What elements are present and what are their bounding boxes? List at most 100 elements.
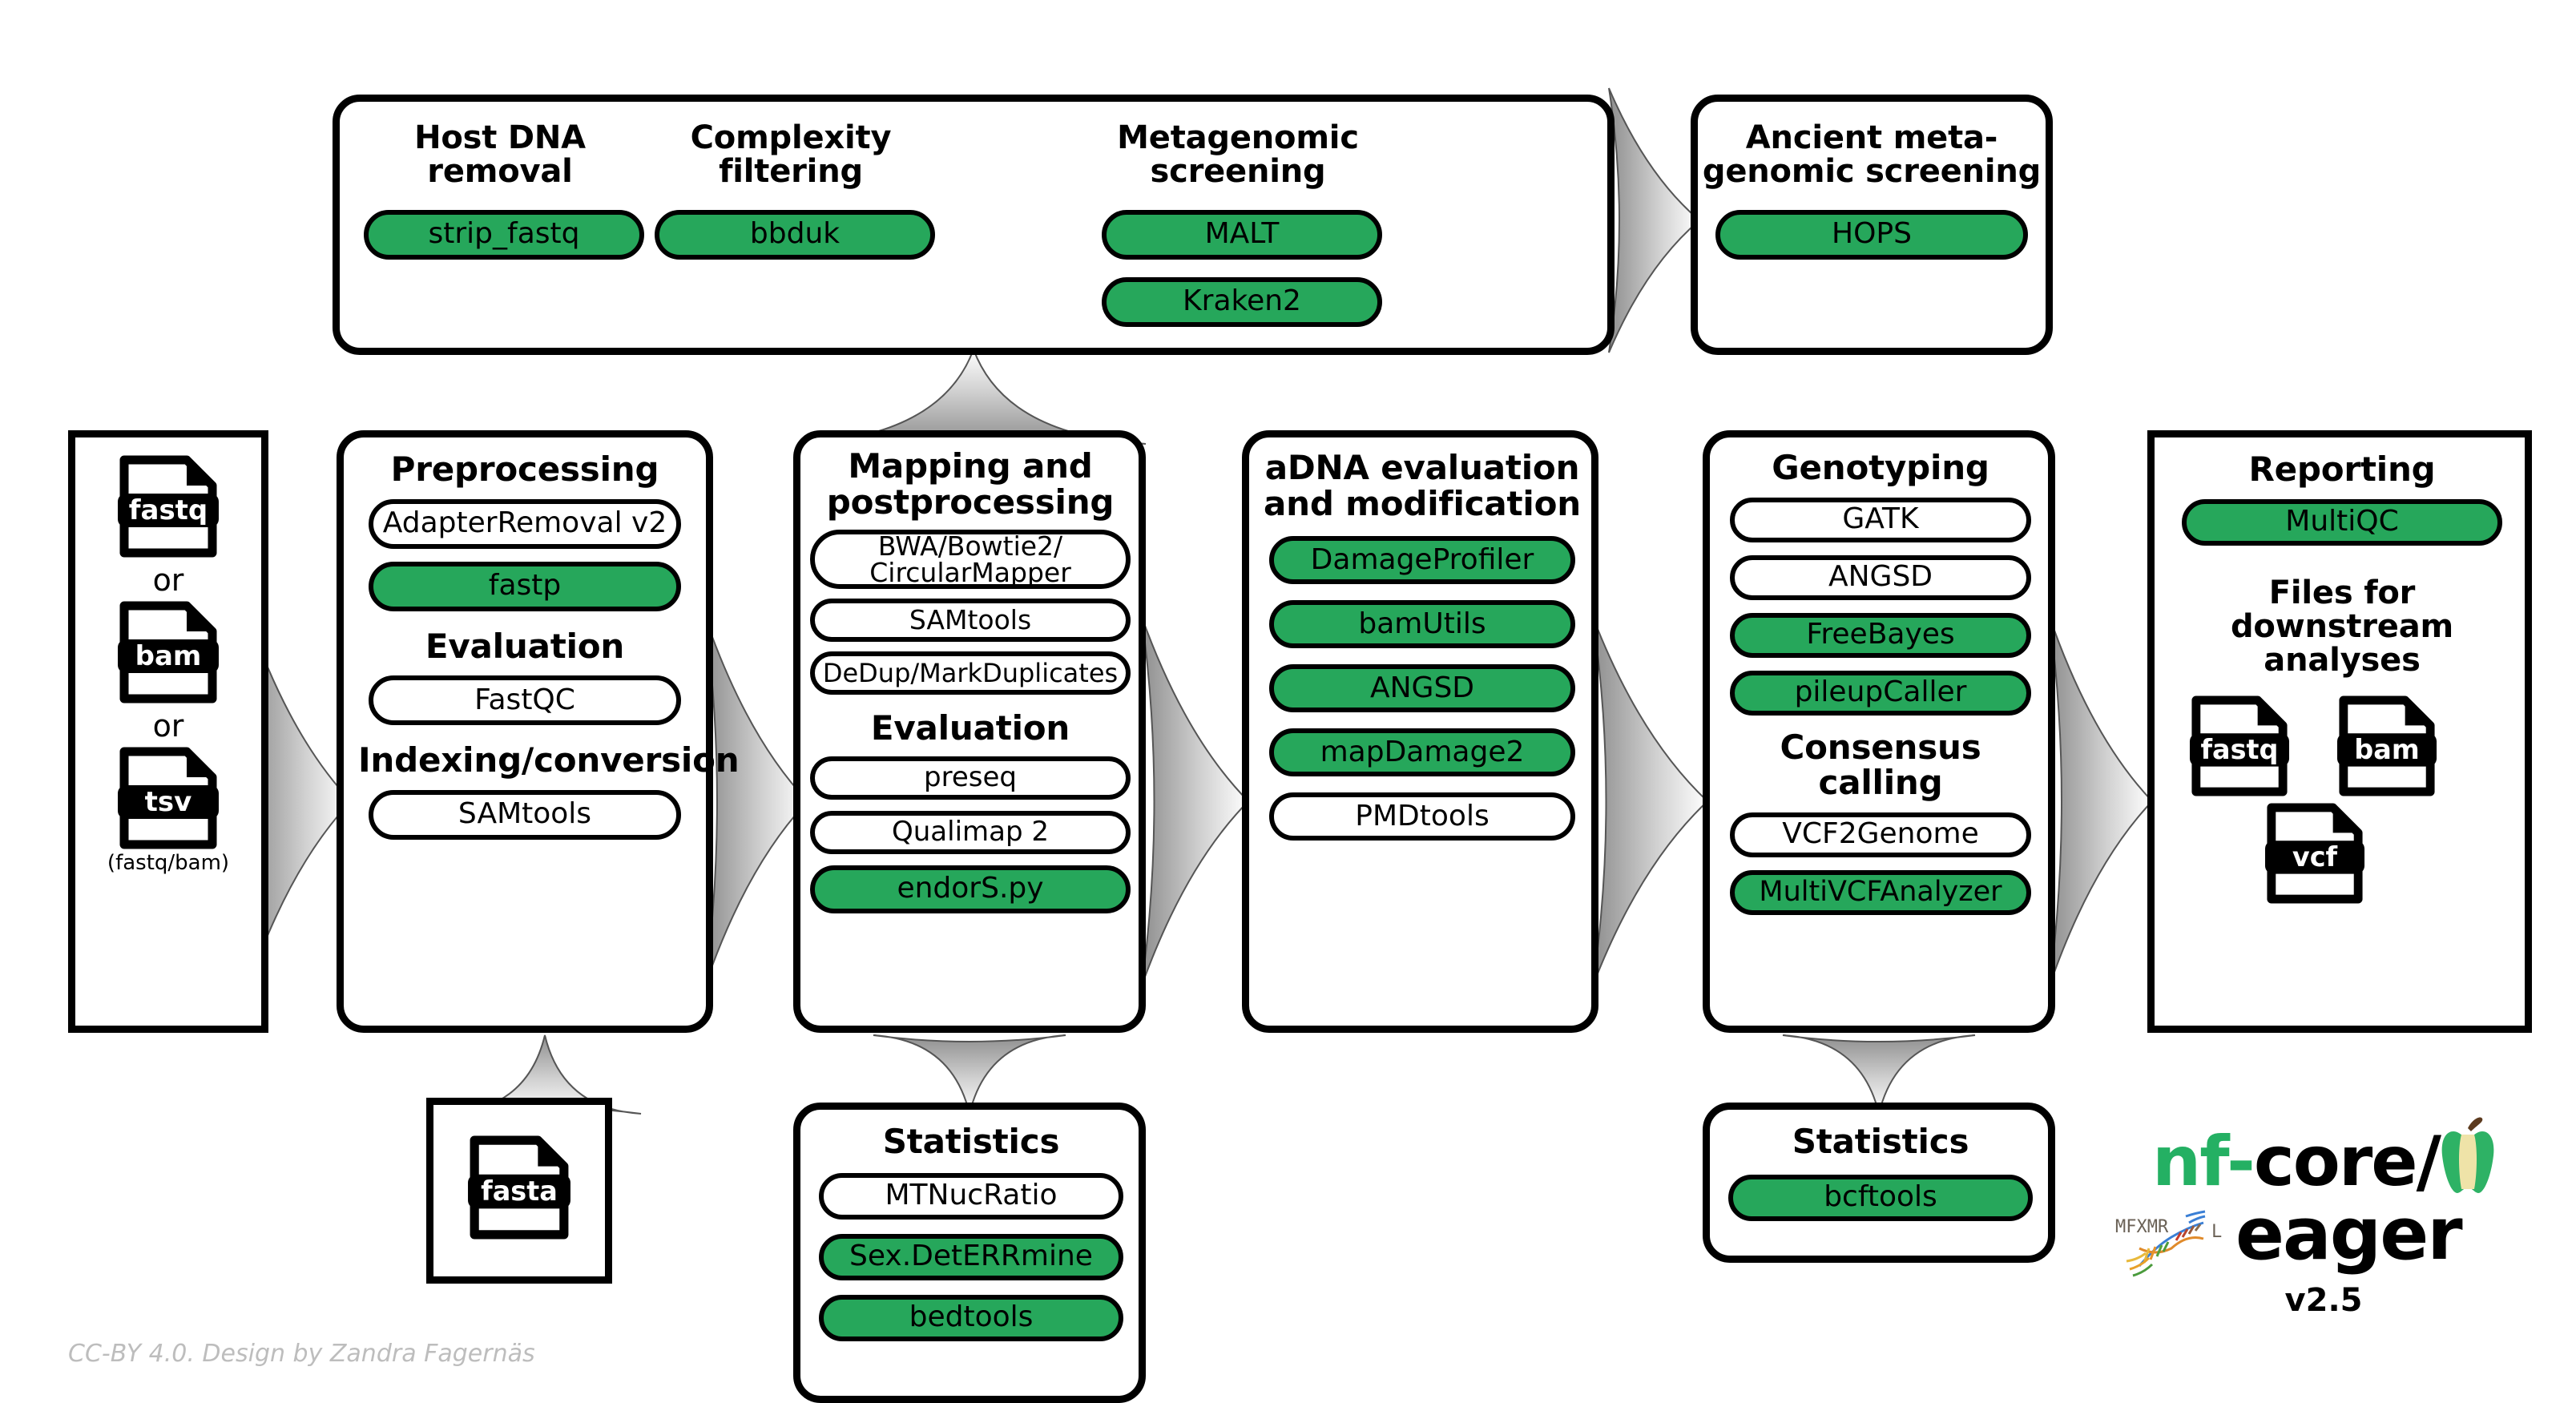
column-preprocessing: Preprocessing AdapterRemoval v2 fastp Ev…: [337, 430, 740, 1033]
tool-pill-freebayes[interactable]: FreeBayes: [1730, 612, 2031, 658]
tool-pill-samtools-map[interactable]: SAMtools: [810, 599, 1131, 643]
column-genotyping: Genotyping GATK ANGSD FreeBayes pileupCa…: [1703, 430, 2055, 1033]
mapping-content: Mapping and postprocessing BWA/Bowtie2/ …: [810, 446, 1131, 913]
tool-pill-fastqc[interactable]: FastQC: [369, 675, 681, 726]
group-title: Metagenomic screening: [1117, 119, 1359, 191]
tool-pill-bbduk[interactable]: bbduk: [655, 209, 935, 260]
screening-box: Host DNA removal strip_fastq Complexity …: [333, 95, 1615, 355]
dna-helix-icon: MFXMR L: [2109, 1199, 2253, 1279]
tool-pill-hops[interactable]: HOPS: [1715, 209, 2028, 260]
ancient-screening-box: Ancient meta- genomic screening HOPS: [1691, 95, 2053, 355]
tool-pill-preseq[interactable]: preseq: [810, 756, 1131, 800]
section-heading-evaluation: Evaluation: [870, 708, 1070, 748]
section-heading-evaluation: Evaluation: [425, 626, 625, 666]
tool-pill-dedup[interactable]: DeDup/MarkDuplicates: [810, 651, 1131, 695]
svg-text:vcf: vcf: [2292, 841, 2338, 872]
tsv-note: (fastq/bam): [107, 851, 230, 875]
arrow-adna-to-genotyping: [1592, 616, 1709, 986]
page-title: Genotyping: [1772, 448, 1989, 487]
logo-version: v2.5: [2284, 1282, 2363, 1319]
downstream-heading: Files for downstream analyses: [2230, 574, 2453, 679]
tool-pill-angsd-geno[interactable]: ANGSD: [1730, 554, 2031, 600]
page-title: Preprocessing: [390, 450, 659, 489]
svg-text:fasta: fasta: [481, 1175, 558, 1207]
screening-group-metagenomic: Metagenomic screening MALT Kraken2: [1102, 119, 1382, 327]
group-title: Complexity filtering: [690, 119, 892, 191]
tool-pill-multiqc[interactable]: MultiQC: [2182, 498, 2502, 546]
arrow-mapping-to-adna: [1141, 616, 1250, 986]
svg-text:L: L: [2211, 1222, 2222, 1242]
tool-pill-malt[interactable]: MALT: [1102, 209, 1382, 260]
tool-pill-bcftools[interactable]: bcftools: [1728, 1174, 2033, 1221]
page-title: Reporting: [2248, 450, 2436, 489]
tool-pill-angsd-adna[interactable]: ANGSD: [1269, 664, 1575, 713]
genotyping-content: Genotyping GATK ANGSD FreeBayes pileupCa…: [1721, 450, 2040, 915]
preprocessing-content: Preprocessing AdapterRemoval v2 fastp Ev…: [358, 450, 740, 840]
tsv-file-icon: tsv: [116, 747, 220, 849]
fasta-file-icon: fasta: [466, 1135, 572, 1240]
nf-core-eager-logo: nf-core/ eager MFXMR L: [2115, 1117, 2532, 1370]
svg-text:bam: bam: [2354, 733, 2419, 764]
reporting-content: Reporting MultiQC Files for downstream a…: [2166, 450, 2518, 912]
arrow-genotyping-to-statistics: [1782, 1034, 1976, 1115]
tool-pill-fastp[interactable]: fastp: [369, 561, 681, 611]
tool-pill-kraken2[interactable]: Kraken2: [1102, 276, 1382, 327]
input-files-box: fastq or bam or tsv: [68, 430, 268, 1033]
page-title: Statistics: [882, 1122, 1060, 1161]
tool-pill-bwa-bowtie2[interactable]: BWA/Bowtie2/ CircularMapper: [810, 530, 1131, 590]
arrow-mapping-to-statistics: [873, 1034, 1066, 1115]
fastq-file-icon: fastq: [2188, 695, 2291, 796]
tool-pill-bamutils[interactable]: bamUtils: [1269, 600, 1575, 649]
section-heading-indexing: Indexing/conversion: [358, 740, 740, 780]
group-title: Ancient meta- genomic screening: [1702, 119, 2042, 191]
tool-pill-qualimap2[interactable]: Qualimap 2: [810, 810, 1131, 854]
downstream-file-icons: fastq bam vcf: [2166, 695, 2518, 912]
tool-pill-damageprofiler[interactable]: DamageProfiler: [1269, 536, 1575, 585]
tool-pill-bedtools[interactable]: bedtools: [819, 1294, 1123, 1341]
tool-pill-endors[interactable]: endorS.py: [810, 865, 1131, 913]
tool-pill-pmdtools[interactable]: PMDtools: [1269, 792, 1575, 841]
logo-suffix: core/: [2253, 1122, 2441, 1202]
logo-name: eager: [2235, 1192, 2463, 1276]
tool-pill-vcf2genome[interactable]: VCF2Genome: [1730, 812, 2031, 857]
tool-pill-samtools-idx[interactable]: SAMtools: [369, 789, 681, 840]
tool-pill-sex-determine[interactable]: Sex.DetERRmine: [819, 1233, 1123, 1280]
screening-group-host-dna: Host DNA removal strip_fastq: [364, 119, 644, 260]
page-title: aDNA evaluation and modification: [1264, 448, 1581, 523]
logo-prefix: nf-: [2152, 1122, 2256, 1202]
column-mapping: Mapping and postprocessing BWA/Bowtie2/ …: [793, 430, 1146, 1033]
or-label-1: or: [152, 562, 184, 598]
logo-line-eager: eager: [2235, 1192, 2463, 1276]
group-title: Host DNA removal: [414, 119, 586, 191]
statistics-box-genotyping: Statistics bcftools: [1703, 1103, 2055, 1263]
tool-pill-pileupcaller[interactable]: pileupCaller: [1730, 670, 2031, 716]
tool-pill-multivcfanalyzer[interactable]: MultiVCFAnalyzer: [1730, 869, 2031, 915]
logo-line-nf-core: nf-core/: [2152, 1122, 2441, 1202]
apple-core-icon: [2436, 1114, 2500, 1202]
page-title: Statistics: [1792, 1122, 1969, 1161]
svg-text:fastq: fastq: [2201, 733, 2279, 764]
bam-file-icon: bam: [116, 601, 220, 704]
tool-pill-mtnucratio[interactable]: MTNucRatio: [819, 1172, 1123, 1220]
tool-pill-gatk[interactable]: GATK: [1730, 497, 2031, 542]
arrow-genotyping-to-reporting: [2049, 616, 2154, 986]
svg-text:MFXMR: MFXMR: [2115, 1217, 2169, 1237]
svg-text:fastq: fastq: [129, 494, 208, 526]
or-label-2: or: [152, 708, 184, 744]
bam-file-icon: bam: [2336, 695, 2438, 796]
statistics-box-mapping: Statistics MTNucRatio Sex.DetERRmine bed…: [793, 1103, 1146, 1403]
statistics-mapping-content: Statistics MTNucRatio Sex.DetERRmine bed…: [812, 1122, 1131, 1341]
ancient-screening-content: Ancient meta- genomic screening HOPS: [1698, 121, 2046, 260]
column-adna: aDNA evaluation and modification DamageP…: [1242, 430, 1598, 1033]
tool-pill-mapdamage2[interactable]: mapDamage2: [1269, 728, 1575, 777]
arrow-screening-to-ancient: [1608, 87, 1701, 353]
screening-group-complexity: Complexity filtering bbduk: [655, 119, 935, 260]
tool-pill-adapterremoval[interactable]: AdapterRemoval v2: [369, 498, 681, 549]
tool-pill-strip-fastq[interactable]: strip_fastq: [364, 209, 644, 260]
svg-text:bam: bam: [135, 640, 202, 672]
arrow-preprocessing-to-mapping: [704, 616, 809, 986]
page-title: Mapping and postprocessing: [826, 446, 1115, 522]
vcf-file-icon: vcf: [2264, 803, 2366, 904]
column-reporting: Reporting MultiQC Files for downstream a…: [2147, 430, 2532, 1033]
reference-fasta-box: fasta: [426, 1098, 612, 1284]
